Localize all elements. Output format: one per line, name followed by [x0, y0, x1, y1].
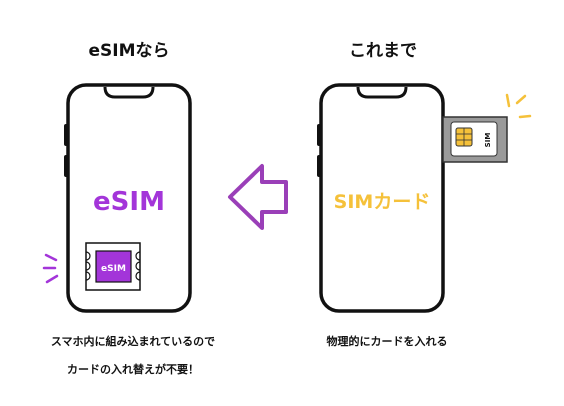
left-arrow-icon: [228, 164, 288, 230]
esim-heading: eSIMなら: [88, 41, 170, 61]
esim-phone-label: eSIM: [93, 187, 165, 217]
legacy-heading: これまで: [349, 41, 417, 61]
esim-caption-line1: スマホ内に組み込まれているので: [50, 335, 216, 348]
sim-caption: 物理的にカードを入れる: [326, 335, 448, 348]
esim-chip-label: eSIM: [101, 264, 126, 274]
sparkle-icon: [505, 93, 532, 119]
sim-phone: SIMカード: [317, 83, 445, 313]
sim-tray-icon: SIM: [442, 116, 508, 163]
sim-tray-label: SIM: [484, 133, 492, 148]
sim-phone-label: SIMカード: [334, 191, 431, 213]
esim-caption-line2: カードの入れ替えが不要！: [67, 363, 199, 376]
esim-chip-icon: eSIM: [85, 242, 141, 291]
sparkle-icon: [42, 253, 59, 284]
